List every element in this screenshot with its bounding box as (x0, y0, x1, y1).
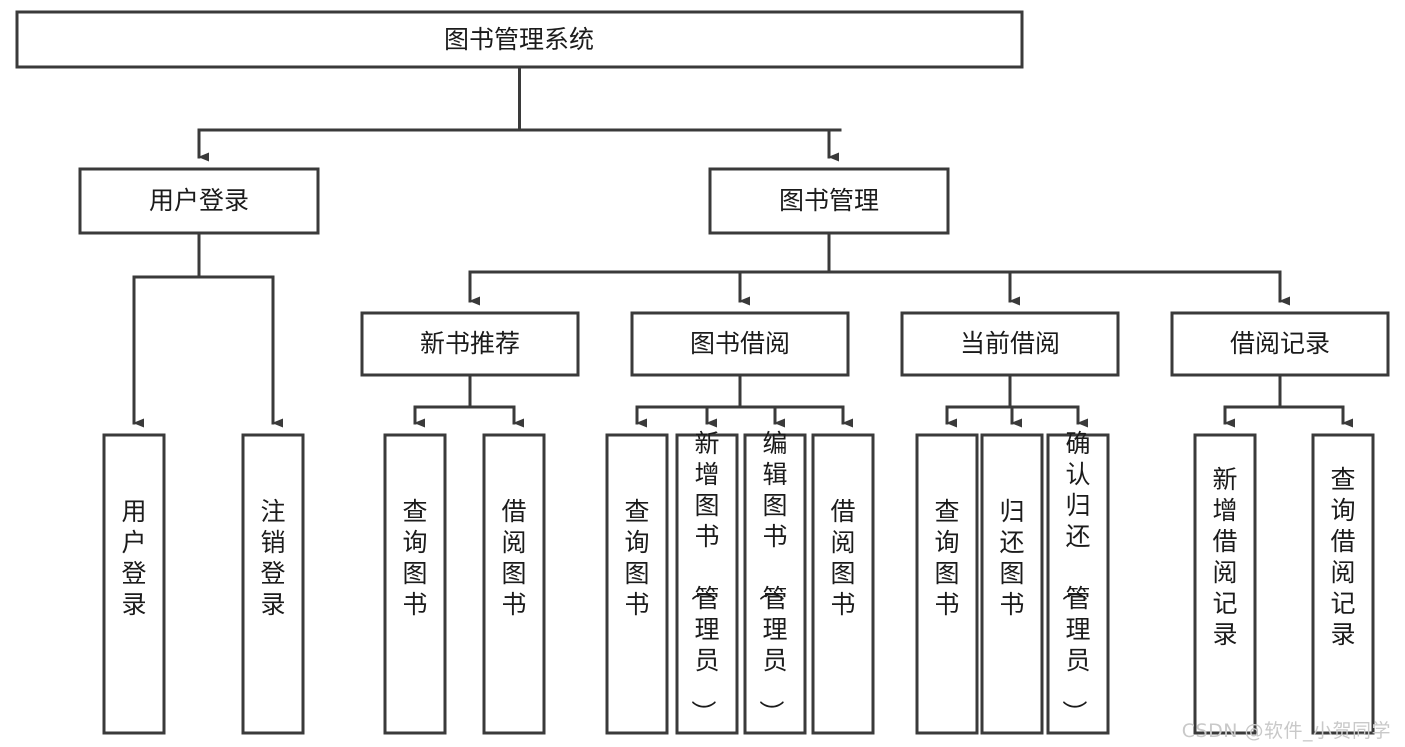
node-leaf-user-logout[interactable]: 注销登录 (241, 433, 305, 735)
node-leaf-nr-query[interactable]: 查询图书 (383, 433, 447, 735)
node-leaf-cb-return-label: 归还图书 (999, 497, 1024, 619)
node-leaf-user-login-box[interactable] (102, 433, 166, 735)
node-leaf-nr-borrow[interactable]: 借阅图书 (482, 433, 546, 735)
node-current-box[interactable] (900, 311, 1120, 377)
node-leaf-rec-add-box[interactable] (1193, 433, 1257, 735)
node-book-mgmt-label: 图书管理 (779, 186, 879, 215)
node-borrow[interactable]: 图书借阅 (630, 311, 850, 377)
node-leaf-rec-query-label: 查询借阅记录 (1330, 465, 1355, 649)
node-leaf-bb-borrow-box[interactable] (811, 433, 875, 735)
node-leaf-bb-add-box[interactable] (675, 433, 739, 735)
node-user-login-label: 用户登录 (149, 186, 249, 215)
node-leaf-bb-edit-box[interactable] (743, 433, 807, 735)
node-leaf-nr-borrow-label: 借阅图书 (501, 497, 526, 619)
node-new-rec-box[interactable] (360, 311, 580, 377)
connector-current-to-leaves (945, 373, 1088, 428)
node-new-rec-label: 新书推荐 (420, 329, 520, 358)
node-root-box[interactable] (15, 10, 1024, 69)
node-current[interactable]: 当前借阅 (900, 311, 1120, 377)
node-record[interactable]: 借阅记录 (1170, 311, 1390, 377)
node-leaf-rec-add-label: 新增借阅记录 (1212, 465, 1237, 649)
node-leaf-bb-add[interactable]: 新增图书（管理员） (675, 429, 739, 735)
node-leaf-rec-add[interactable]: 新增借阅记录 (1193, 433, 1257, 735)
node-current-label: 当前借阅 (960, 329, 1060, 358)
node-user-login[interactable]: 用户登录 (78, 167, 320, 235)
node-leaf-bb-edit-label: 编辑图书（管理员） (756, 429, 787, 725)
node-leaf-user-logout-label: 注销登录 (260, 497, 285, 619)
node-leaf-cb-confirm-label: 确认归还（管理员） (1059, 429, 1090, 725)
node-book-mgmt[interactable]: 图书管理 (708, 167, 950, 235)
node-borrow-label: 图书借阅 (690, 329, 790, 358)
node-leaf-cb-query[interactable]: 查询图书 (915, 433, 979, 735)
node-record-label: 借阅记录 (1230, 329, 1330, 358)
node-leaf-nr-query-label: 查询图书 (402, 497, 427, 619)
node-leaf-bb-query[interactable]: 查询图书 (605, 433, 669, 735)
node-leaf-rec-query[interactable]: 查询借阅记录 (1311, 433, 1375, 735)
node-leaf-nr-query-box[interactable] (383, 433, 447, 735)
node-leaf-bb-borrow-label: 借阅图书 (830, 497, 855, 619)
node-leaf-user-logout-box[interactable] (241, 433, 305, 735)
node-leaf-cb-query-label: 查询图书 (934, 497, 959, 619)
node-leaf-cb-return-box[interactable] (980, 433, 1044, 735)
node-leaf-bb-edit[interactable]: 编辑图书（管理员） (743, 429, 807, 735)
node-borrow-box[interactable] (630, 311, 850, 377)
connector-record-to-leaves (1223, 373, 1353, 428)
node-user-login-box[interactable] (78, 167, 320, 235)
node-new-rec[interactable]: 新书推荐 (360, 311, 580, 377)
connector-user-login-to-leaves (132, 231, 283, 428)
node-leaf-bb-add-label: 新增图书（管理员） (688, 429, 719, 725)
node-leaf-user-login-label: 用户登录 (121, 497, 146, 619)
connector-book-mgmt-to-level3 (468, 231, 1290, 306)
node-root[interactable]: 图书管理系统 (15, 10, 1024, 69)
connector-new-rec-to-leaves (413, 373, 524, 428)
node-book-mgmt-box[interactable] (708, 167, 950, 235)
node-root-label: 图书管理系统 (444, 25, 594, 54)
node-record-box[interactable] (1170, 311, 1390, 377)
node-leaf-bb-query-box[interactable] (605, 433, 669, 735)
node-leaf-cb-confirm[interactable]: 确认归还（管理员） (1046, 429, 1110, 735)
connector-borrow-to-leaves (635, 373, 853, 428)
node-leaf-cb-return[interactable]: 归还图书 (980, 433, 1044, 735)
node-leaf-nr-borrow-box[interactable] (482, 433, 546, 735)
node-leaf-bb-borrow[interactable]: 借阅图书 (811, 433, 875, 735)
node-leaf-cb-query-box[interactable] (915, 433, 979, 735)
node-leaf-cb-confirm-box[interactable] (1046, 433, 1110, 735)
node-leaf-bb-query-label: 查询图书 (624, 497, 649, 619)
node-leaf-user-login[interactable]: 用户登录 (102, 433, 166, 735)
connector-root-to-level2 (197, 65, 842, 162)
node-leaf-rec-query-box[interactable] (1311, 433, 1375, 735)
